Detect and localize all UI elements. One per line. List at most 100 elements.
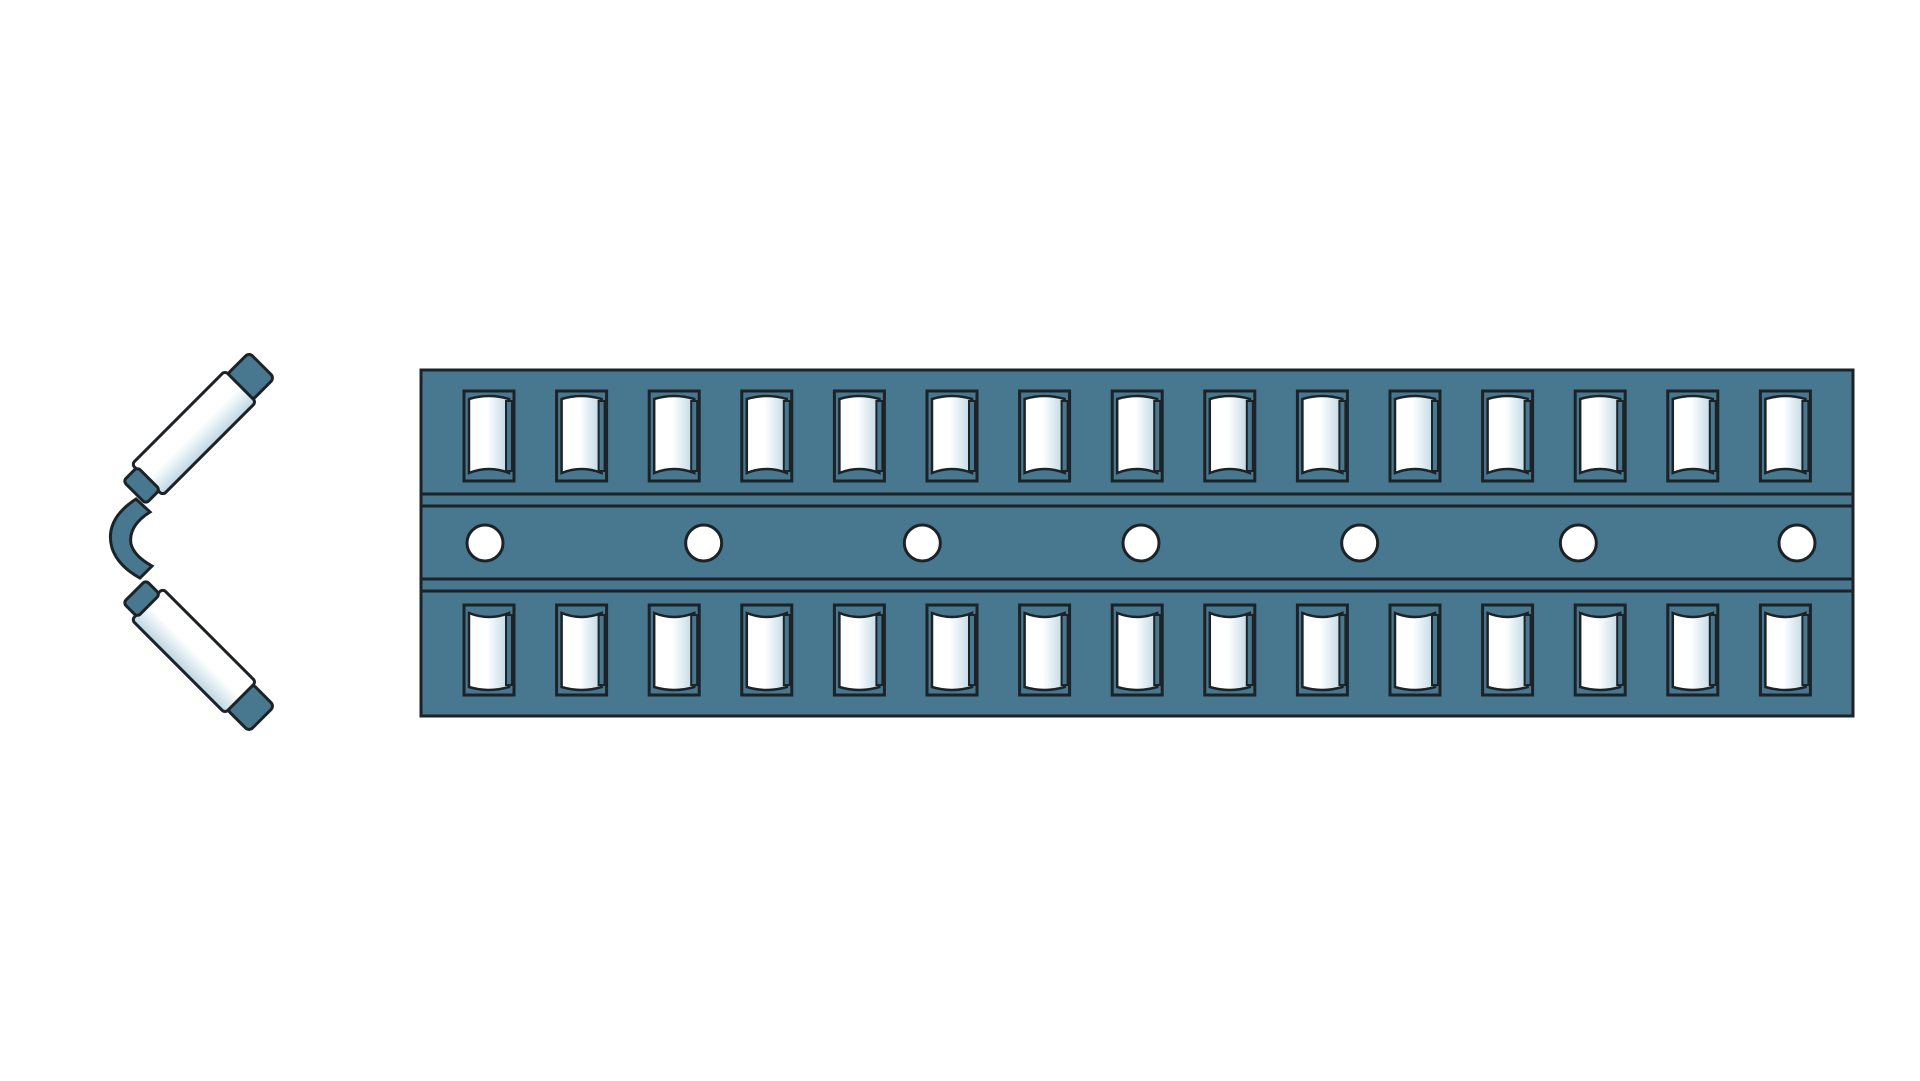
roller <box>1573 389 1627 483</box>
mounting-hole <box>902 523 942 563</box>
roller <box>1018 603 1072 697</box>
roller-axle-notch <box>1708 400 1717 472</box>
roller <box>925 603 979 697</box>
angle-bracket <box>109 497 155 580</box>
roller-cylinder <box>1301 611 1344 692</box>
roller <box>1203 603 1257 697</box>
roller-axle-notch <box>875 614 884 686</box>
roller-axle-notch <box>1616 614 1625 686</box>
roller-cylinder <box>131 588 256 713</box>
roller-axle-notch <box>597 614 606 686</box>
roller-axle-notch <box>1338 400 1347 472</box>
roller <box>1203 389 1257 483</box>
roller-axle-notch <box>1338 614 1347 686</box>
roller-cylinder <box>1486 394 1529 475</box>
angled-roller-section <box>109 353 274 731</box>
roller-axle-notch <box>968 400 976 472</box>
roller-cylinder <box>1671 394 1715 475</box>
roller-cylinder <box>467 394 511 475</box>
mounting-hole <box>684 523 724 563</box>
roller <box>1388 603 1442 697</box>
roller <box>647 603 701 697</box>
upper-angled-roller <box>123 353 274 504</box>
roller <box>647 389 701 483</box>
roller-cylinder <box>1764 611 1807 692</box>
roller-axle-notch <box>782 614 791 686</box>
roller <box>1388 389 1442 483</box>
roller <box>1758 389 1812 483</box>
roller <box>1110 389 1164 483</box>
roller-cylinder <box>1115 394 1159 475</box>
roller-cylinder <box>467 611 511 692</box>
roller-axle-notch <box>1431 614 1439 686</box>
mounting-hole <box>1558 523 1598 563</box>
roller-cylinder <box>652 394 696 475</box>
roller-cylinder <box>1023 611 1066 692</box>
roller <box>925 389 979 483</box>
roller <box>462 603 516 697</box>
roller-cylinder <box>131 371 256 496</box>
roller <box>1481 389 1535 483</box>
roller-cylinder <box>1764 394 1807 475</box>
roller-cylinder <box>1208 394 1252 475</box>
upper-roller-row <box>462 389 1812 483</box>
roller-axle-notch <box>597 400 606 472</box>
roller-axle-notch <box>505 400 513 472</box>
mounting-hole-row <box>465 523 1817 563</box>
roller <box>1295 603 1349 697</box>
roller-axle-notch <box>1245 400 1254 472</box>
roller <box>1666 603 1720 697</box>
roller-axle-notch <box>1616 400 1625 472</box>
roller-axle-notch <box>968 614 976 686</box>
roller-inner-cap <box>123 467 160 504</box>
roller-axle-notch <box>875 400 884 472</box>
mounting-hole <box>1121 523 1161 563</box>
roller <box>832 389 886 483</box>
roller-axle-notch <box>1060 400 1069 472</box>
roller <box>740 389 794 483</box>
roller-cylinder <box>560 394 603 475</box>
roller-cylinder <box>838 394 881 475</box>
roller-cylinder <box>1208 611 1252 692</box>
roller-axle-notch <box>1523 400 1532 472</box>
mounting-hole <box>465 523 505 563</box>
roller-cylinder <box>1578 394 1622 475</box>
lower-roller-row <box>462 603 1812 697</box>
roller <box>1666 389 1720 483</box>
lower-angled-roller <box>123 580 274 731</box>
roller-cylinder <box>1115 611 1159 692</box>
roller-cylinder <box>930 611 974 692</box>
mounting-hole <box>1777 523 1817 563</box>
roller <box>1295 389 1349 483</box>
roller-inner-cap <box>123 580 160 617</box>
roller-axle-notch <box>782 400 791 472</box>
roller-axle-notch <box>1708 614 1717 686</box>
roller <box>740 603 794 697</box>
roller-axle-notch <box>690 400 699 472</box>
roller-cylinder <box>560 611 603 692</box>
roller-axle-notch <box>1431 400 1439 472</box>
roller-cylinder <box>1671 611 1715 692</box>
roller-axle-notch <box>1153 614 1162 686</box>
roller <box>555 389 609 483</box>
roller-cylinder <box>1301 394 1344 475</box>
mounting-hole <box>1340 523 1380 563</box>
roller <box>832 603 886 697</box>
roller <box>1481 603 1535 697</box>
roller <box>1758 603 1812 697</box>
roller-cylinder <box>838 611 881 692</box>
roller-axle-notch <box>505 614 513 686</box>
roller-cylinder <box>930 394 974 475</box>
roller-cylinder <box>652 611 696 692</box>
roller-cylinder <box>1486 611 1529 692</box>
roller-cylinder <box>745 611 789 692</box>
roller-cylinder <box>1578 611 1622 692</box>
roller <box>1573 603 1627 697</box>
roller-axle-notch <box>1523 614 1532 686</box>
roller <box>1018 389 1072 483</box>
roller-cylinder <box>1023 394 1066 475</box>
roller-axle-notch <box>1801 614 1810 686</box>
double-roller-rail <box>419 368 1855 718</box>
